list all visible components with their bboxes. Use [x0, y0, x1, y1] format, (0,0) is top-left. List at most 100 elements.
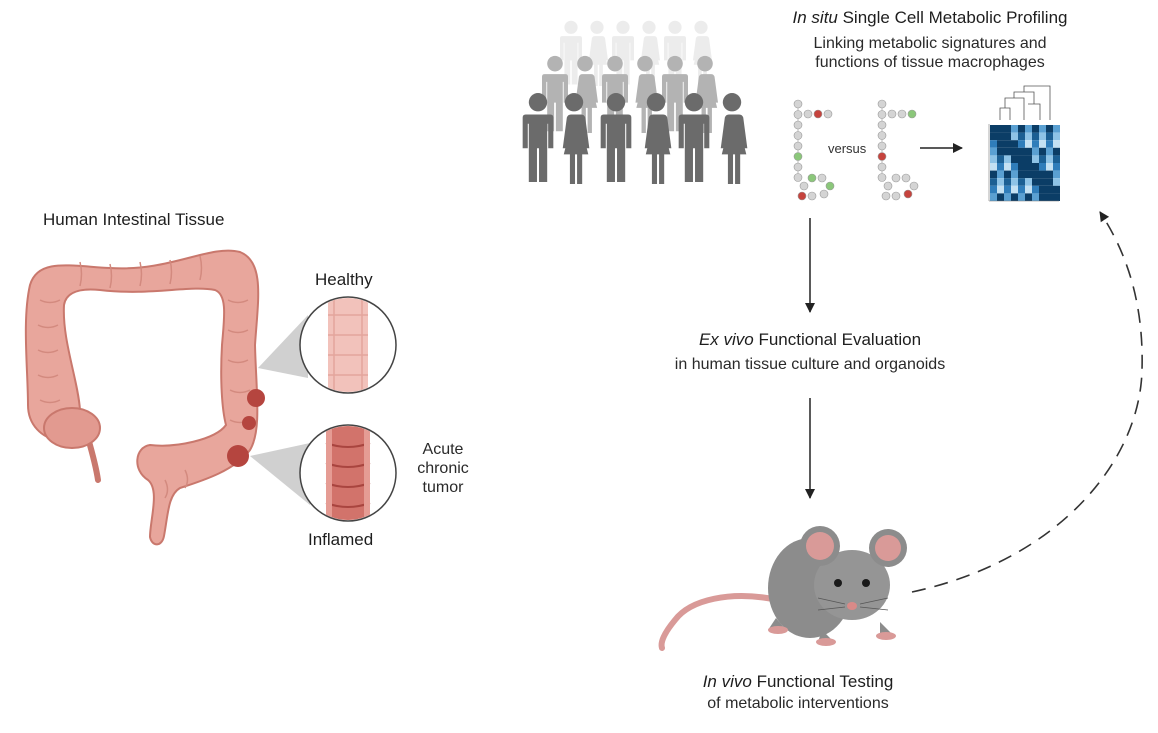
heatmap-cell — [1011, 193, 1018, 201]
heatmap-cells — [990, 125, 1060, 201]
in-vivo-title-italic: In vivo — [702, 672, 752, 691]
heatmap-cell — [1046, 193, 1053, 201]
heatmap-cell — [997, 132, 1004, 141]
heatmap-cell — [997, 155, 1004, 163]
lesion — [242, 416, 256, 430]
pathway-node — [807, 191, 817, 201]
inflamed-tissue-zoom — [299, 424, 397, 522]
in-vivo-title: In vivo Functional Testing — [640, 672, 956, 692]
pathway-node — [797, 191, 807, 201]
heatmap-cell — [1039, 163, 1046, 171]
heatmap-cell — [1032, 170, 1039, 179]
heatmap-cell — [1018, 147, 1025, 156]
heatmap-cell — [1032, 147, 1039, 156]
profiling-subtitle-line-1: Linking metabolic signatures and — [813, 35, 1047, 52]
condition-chronic: chronic — [417, 460, 469, 478]
heatmap-cell — [1004, 147, 1011, 156]
condition-acute: Acute — [422, 441, 464, 458]
pathway-node — [817, 173, 827, 183]
heatmap-cell — [1046, 147, 1053, 156]
pathway-node — [909, 181, 919, 191]
heatmap-cell — [1046, 140, 1053, 148]
heatmap-cell — [1004, 193, 1011, 201]
heatmap-cell — [1046, 178, 1053, 186]
mouse-tail — [658, 593, 781, 651]
lesion — [247, 389, 265, 407]
heatmap-cell — [1025, 185, 1032, 194]
heatmap-cell — [1004, 140, 1011, 148]
heatmap-cell — [1039, 170, 1046, 179]
heatmap-cell — [997, 163, 1004, 171]
patient-cohort — [522, 20, 748, 184]
heatmap-cell — [1032, 140, 1039, 148]
dendrogram — [999, 85, 1051, 120]
pathway-node — [891, 191, 901, 201]
pathway-node — [793, 131, 803, 140]
heatmap-cell — [1039, 178, 1046, 186]
mouse-head — [814, 550, 890, 620]
heatmap-cell — [1046, 125, 1053, 133]
pathway-node — [813, 109, 823, 119]
heatmap-cell — [1032, 155, 1039, 163]
pathway-node — [793, 99, 803, 109]
heatmap-cell — [1018, 163, 1025, 171]
heatmap-cell — [1004, 170, 1011, 179]
pathway-node — [877, 110, 887, 119]
heatmap-cell — [997, 140, 1004, 148]
heatmap-cell — [1039, 147, 1046, 156]
heatmap-cell — [990, 163, 997, 171]
heatmap-cell — [1018, 193, 1025, 201]
heatmap-cell — [1025, 140, 1032, 148]
in-vivo-title-rest: Functional Testing — [751, 672, 894, 691]
heatmap-cell — [1046, 132, 1053, 141]
heatmap-cell — [1039, 193, 1046, 201]
cecum — [43, 407, 101, 449]
pathway-node — [883, 181, 893, 191]
mouse-nose — [847, 602, 857, 610]
heatmap-cell — [1025, 155, 1032, 163]
heatmap-cell — [990, 193, 997, 201]
heatmap-cell — [990, 125, 997, 133]
heatmap-cell — [997, 185, 1004, 194]
heatmap-cell — [1046, 185, 1053, 194]
tissue-title: Human Intestinal Tissue — [43, 210, 225, 229]
inflamed-zoom-cone — [250, 443, 310, 505]
pathway-node — [793, 162, 803, 172]
mouse-eye — [862, 579, 870, 587]
heatmap-cell — [1053, 147, 1060, 156]
heatmap-cell — [1025, 193, 1032, 201]
heatmap-cell — [1053, 163, 1060, 171]
pathway-node — [803, 109, 813, 119]
heatmap-cell — [1053, 155, 1060, 163]
pathway-node — [793, 110, 803, 119]
heatmap-cell — [990, 132, 997, 141]
pathway-node — [891, 173, 901, 183]
heatmap-cell — [1039, 185, 1046, 194]
pathway-node — [819, 189, 829, 199]
profiling-subtitle-line-2: functions of tissue macrophages — [815, 54, 1045, 72]
heatmap-cell — [1039, 132, 1046, 141]
pathway-node — [877, 173, 887, 182]
heatmap-cell — [1025, 125, 1032, 133]
heatmap-cell — [997, 147, 1004, 156]
pathway-node — [793, 141, 803, 151]
profiling-title: In situ Single Cell Metabolic Profiling — [760, 8, 1100, 28]
heatmap-cell — [1046, 155, 1053, 163]
heatmap-cell — [1025, 170, 1032, 179]
heatmap-cell — [1032, 132, 1039, 141]
pathway-node — [877, 120, 887, 130]
pathway-node — [887, 109, 897, 119]
heatmap-cell — [1032, 125, 1039, 133]
heatmap-cell — [1004, 178, 1011, 186]
pathway-node — [877, 152, 887, 161]
pathway-node — [877, 162, 887, 172]
ex-vivo-title-italic: Ex vivo — [698, 330, 754, 349]
condition-tumor: tumor — [422, 479, 464, 497]
heatmap-cell — [1053, 193, 1060, 201]
pathway-node — [903, 189, 913, 199]
healthy-label: Healthy — [315, 270, 373, 289]
pathway-node — [877, 99, 887, 109]
profiling-title-italic: In situ — [792, 8, 838, 27]
